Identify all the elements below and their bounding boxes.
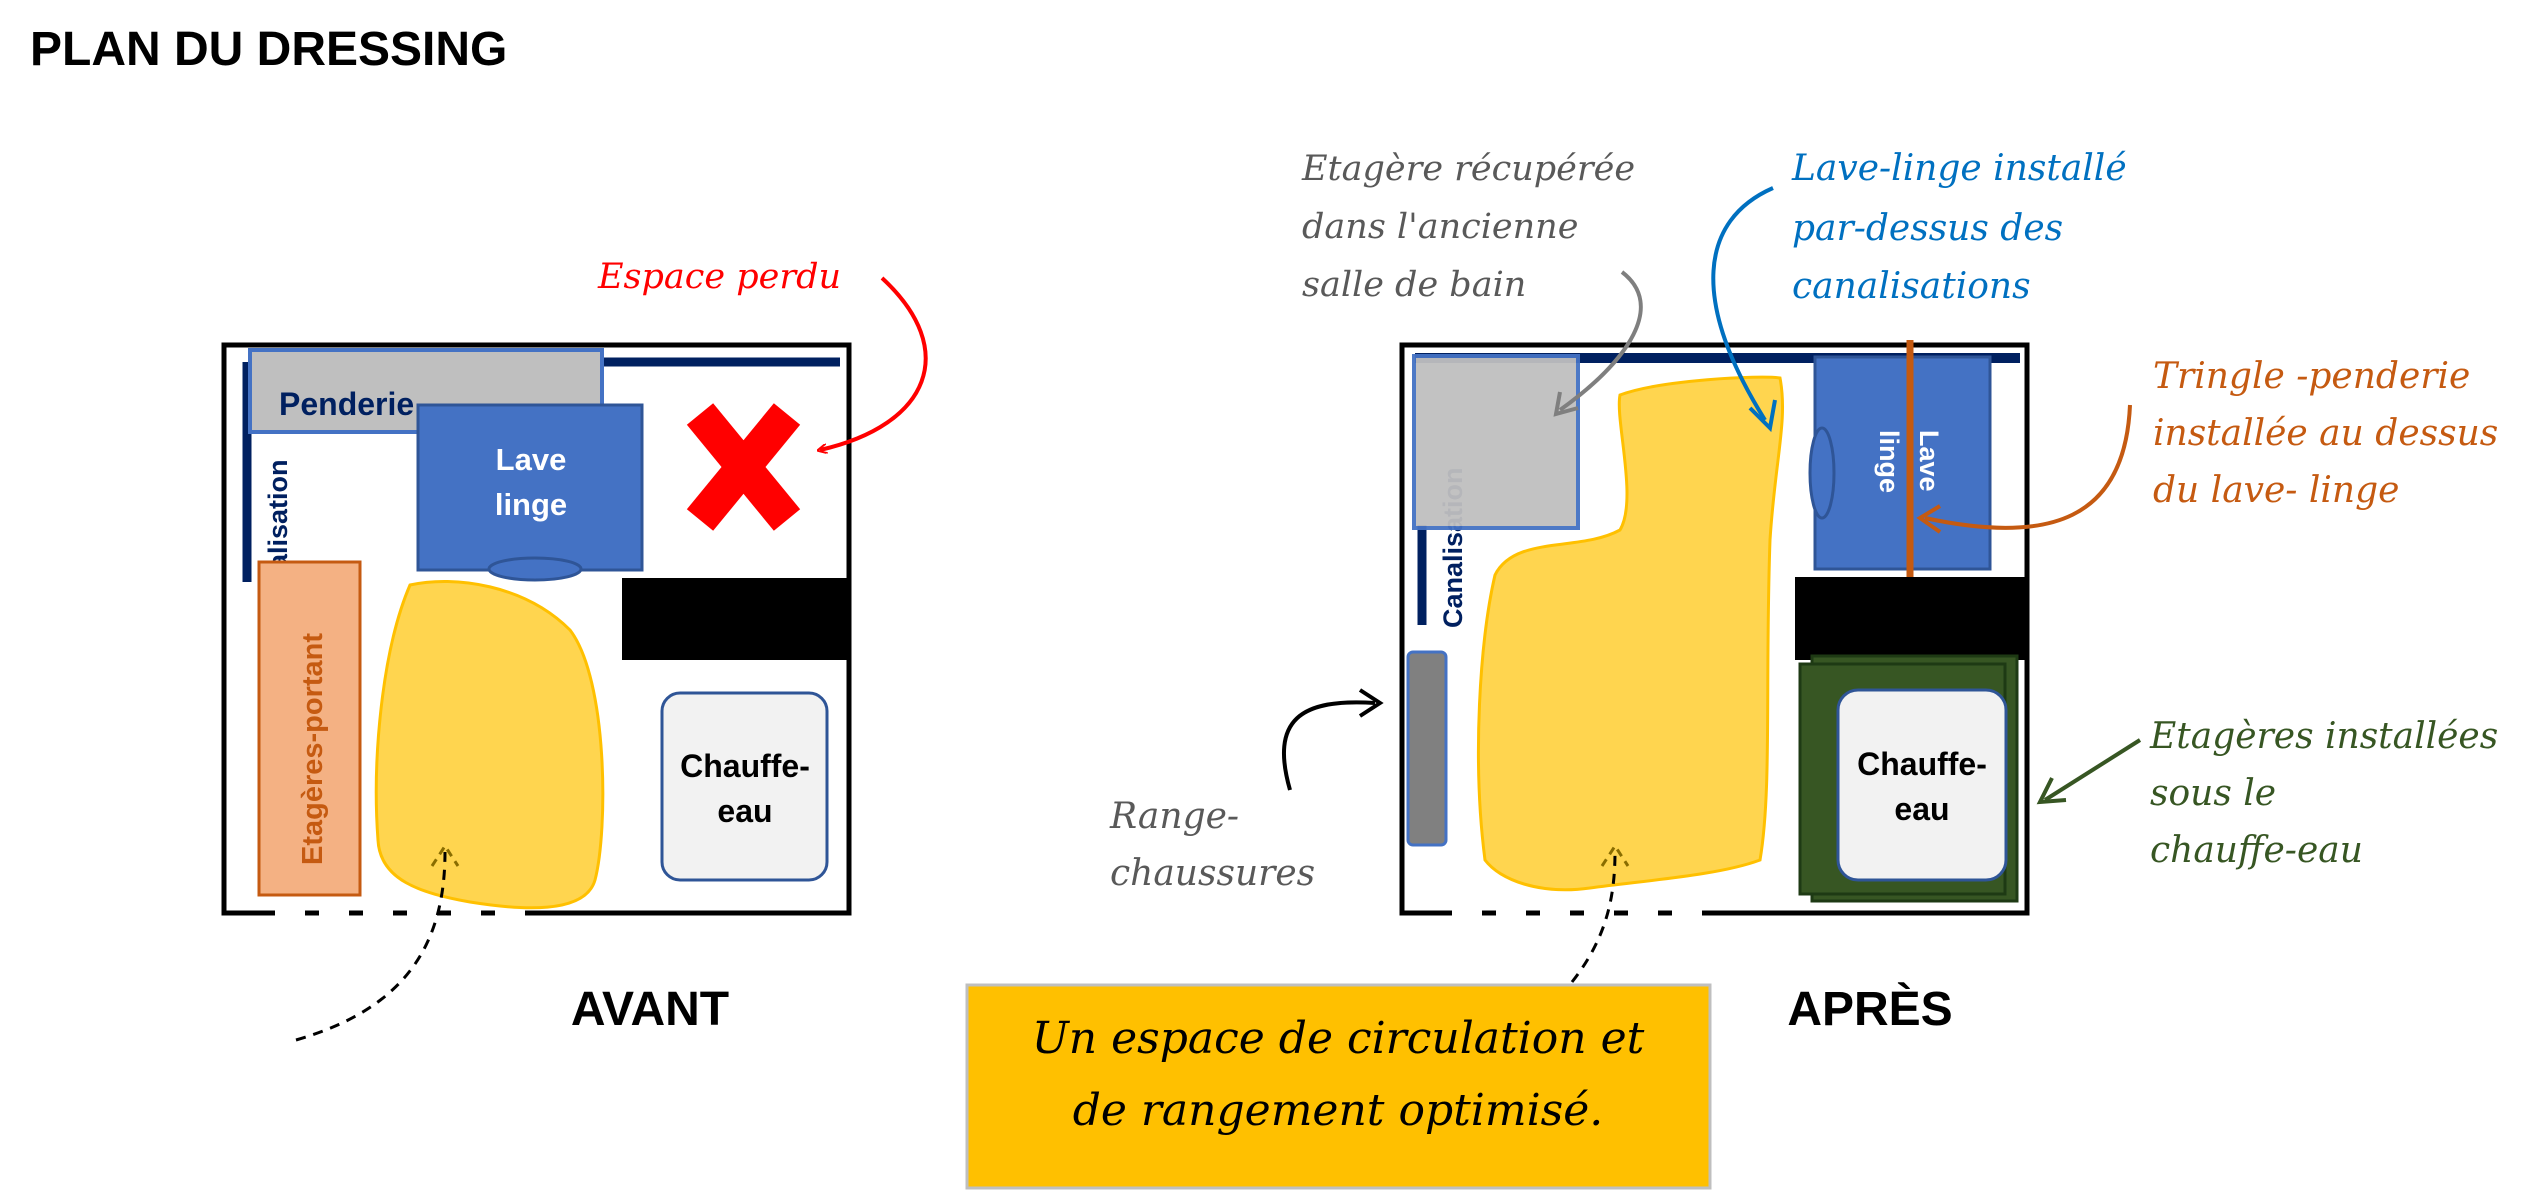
- washer-before: [416, 403, 644, 572]
- note-shoe-rack-2: chaussures: [1110, 853, 1315, 894]
- note-heater-shelves-1: Etagères installées: [2149, 716, 2498, 757]
- conclusion-box: Un espace de circulation et de rangement…: [965, 983, 1712, 1190]
- note-washer-3: canalisations: [1792, 266, 2031, 307]
- washer-door-before: [487, 556, 583, 582]
- caption-before: AVANT: [571, 983, 729, 1036]
- caption-after: APRÈS: [1787, 982, 1952, 1036]
- arrow-washer: [1711, 186, 1774, 422]
- water-heater-label-after-2: eau: [1894, 791, 1949, 827]
- plan-before: Canalisation Penderie Lave linge Espace …: [221, 257, 928, 1042]
- note-rod-2: installée au dessus: [2153, 413, 2498, 454]
- arrow-recovered-shelf: [1558, 270, 1643, 412]
- shelves-before: [257, 560, 362, 897]
- note-heater-shelves-3: chauffe-eau: [2150, 830, 2363, 871]
- note-rod-3: du lave- linge: [2153, 470, 2399, 511]
- arrow-heater-shelves: [2043, 738, 2142, 802]
- circulation-area-after: [1476, 375, 1785, 892]
- water-heater-label-before-2: eau: [717, 793, 772, 829]
- conclusion-line-1: Un espace de circulation et: [1032, 1013, 1645, 1064]
- washer-label-after-2: linge: [1874, 430, 1904, 493]
- note-recovered-shelf-1: Etagère récupérée: [1301, 149, 1635, 189]
- water-heater-after: [1836, 688, 2008, 882]
- page-title: PLAN DU DRESSING: [30, 23, 507, 76]
- shelves-label-before: Etagères-portant: [297, 633, 329, 865]
- note-heater-shelves-2: sous le: [2150, 773, 2276, 814]
- wasted-space-arrow: [820, 276, 928, 450]
- arrow-shoe-rack: [1281, 700, 1376, 791]
- washer-door-after: [1808, 426, 1836, 520]
- note-washer-1: Lave-linge installé: [1791, 148, 2127, 189]
- water-heater-label-before-1: Chauffe-: [680, 748, 810, 784]
- black-beam-after: [1795, 577, 2025, 660]
- wardrobe-label-before: Penderie: [279, 386, 414, 422]
- washer-label-before-1: Lave: [496, 442, 567, 477]
- plan-after: Canalisation Lave linge Chauffe- eau Eta…: [1109, 148, 2498, 1036]
- note-rod-1: Tringle -penderie: [2153, 356, 2470, 397]
- water-heater-before: [660, 691, 829, 882]
- washer-label-before-2: linge: [495, 487, 567, 522]
- note-recovered-shelf-3: salle de bain: [1302, 265, 1526, 305]
- washer-label-after-1: Lave: [1914, 430, 1944, 492]
- recovered-shelf-after: [1412, 354, 1580, 530]
- note-recovered-shelf-2: dans l'ancienne: [1302, 207, 1578, 247]
- black-beam-before: [622, 578, 847, 660]
- note-shoe-rack-1: Range-: [1109, 796, 1239, 837]
- shoe-rack-after: [1406, 650, 1448, 847]
- water-heater-label-after-1: Chauffe-: [1857, 746, 1987, 782]
- wasted-space-label: Espace perdu: [597, 257, 841, 297]
- circulation-area-before: [374, 579, 605, 910]
- wasted-space-cross: [686, 403, 801, 531]
- arrow-rod: [1924, 404, 2132, 530]
- conclusion-line-2: de rangement optimisé.: [1073, 1085, 1604, 1136]
- note-washer-2: par-dessus des: [1792, 208, 2063, 249]
- entry-arrow-before: [295, 851, 447, 1042]
